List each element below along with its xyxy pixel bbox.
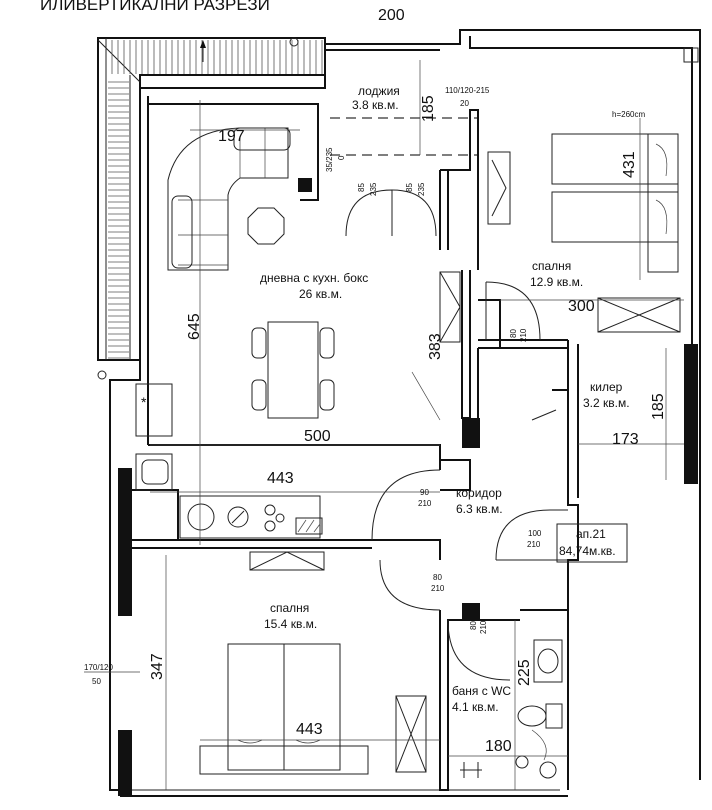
dim-500: 500	[304, 428, 331, 445]
door-85a-b: 235	[369, 182, 378, 196]
door-labels: 110/120-215 20 35/235 0 85 235 85 235 80…	[84, 86, 542, 686]
dim-443-bed: 443	[296, 721, 323, 738]
outer-walls	[109, 29, 701, 797]
apartment-area: 84,74м.кв.	[559, 544, 616, 558]
door-35: 35/235	[325, 147, 334, 172]
living-area: 26 кв.м.	[299, 287, 342, 301]
dim-197: 197	[218, 128, 245, 145]
door-110: 110/120-215	[445, 86, 490, 95]
dimension-lines	[84, 60, 684, 790]
dim-383: 383	[427, 333, 444, 360]
dim-347: 347	[149, 653, 166, 680]
svg-text:*: *	[141, 394, 147, 410]
window-170b: 50	[92, 677, 101, 686]
terrace	[97, 37, 326, 380]
closet-area: 3.2 кв.м.	[583, 396, 630, 410]
door-90: 90	[420, 488, 429, 497]
dim-431: 431	[621, 151, 638, 178]
door-85b: 85	[405, 183, 414, 192]
living-name: дневна с кухн. бокс	[260, 271, 368, 285]
dim-645: 645	[186, 313, 203, 340]
bedroom1-name: спалня	[532, 259, 571, 273]
door-80a: 80	[509, 329, 518, 338]
doors	[345, 189, 568, 681]
dim-300: 300	[568, 298, 595, 315]
door-80b-b: 210	[431, 584, 445, 593]
closet-name: килер	[590, 380, 623, 394]
dim-443-kitchen: 443	[267, 470, 294, 487]
window-170: 170/120	[84, 663, 113, 672]
apartment-number: ап.21	[576, 527, 606, 541]
bedroom1-area: 12.9 кв.м.	[530, 275, 583, 289]
dim-225: 225	[516, 659, 533, 686]
furniture: *	[135, 127, 681, 779]
door-100: 100	[528, 529, 542, 538]
dim-180: 180	[485, 738, 512, 755]
apartment-box	[556, 523, 628, 563]
dim-185-closet: 185	[650, 393, 667, 420]
dim-185-loggia: 185	[420, 95, 437, 122]
room-labels: лоджия 3.8 кв.м. дневна с кухн. бокс 26 …	[260, 84, 645, 714]
header-text: ИЛИВЕРТИКАЛНИ РАЗРЕЗИ	[40, 0, 270, 14]
door-110b: 20	[460, 99, 469, 108]
loggia-area: 3.8 кв.м.	[352, 98, 399, 112]
door-80a-b: 210	[519, 328, 528, 342]
door-80c-b: 210	[479, 620, 488, 634]
loggia-name: лоджия	[358, 84, 400, 98]
ceiling-height: h=260cm	[612, 110, 645, 119]
door-80c: 80	[469, 621, 478, 630]
dim-173: 173	[612, 431, 639, 448]
bedroom2-area: 15.4 кв.м.	[264, 617, 317, 631]
bathroom-area: 4.1 кв.м.	[452, 700, 499, 714]
bedroom2-name: спалня	[270, 601, 309, 615]
bathroom-name: баня с WC	[452, 684, 511, 698]
door-85a: 85	[357, 183, 366, 192]
door-35b: 0	[337, 155, 346, 160]
top-dimension: 200	[378, 7, 405, 24]
door-100b: 210	[527, 540, 541, 549]
corridor-area: 6.3 кв.м.	[456, 502, 503, 516]
door-80b: 80	[433, 573, 442, 582]
door-85b-b: 235	[417, 182, 426, 196]
dimension-labels: 197 185 431 645 383 500 300 185 173 443 …	[149, 95, 667, 755]
door-90b: 210	[418, 499, 432, 508]
corridor-name: коридор	[456, 486, 502, 500]
